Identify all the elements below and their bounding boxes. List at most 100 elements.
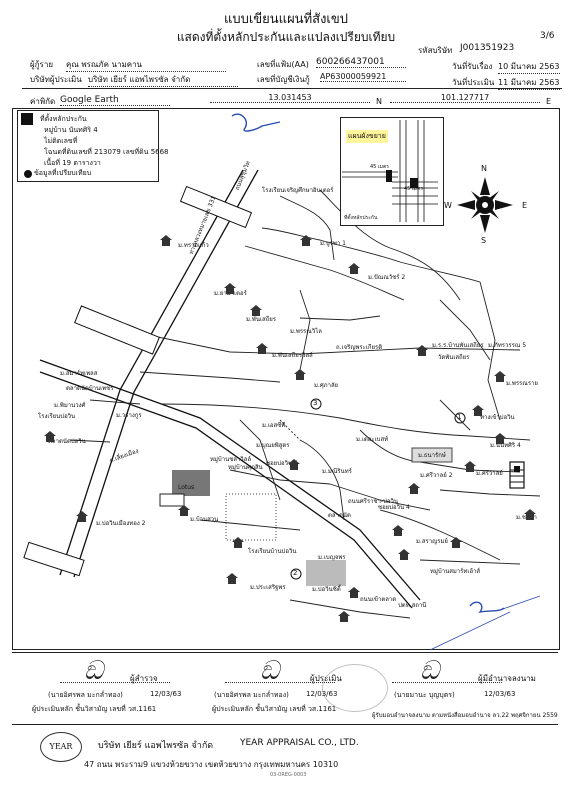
house-icon [348,587,360,598]
map-label: ม.ภัทรวรรณ 5 [488,342,527,349]
form-no-label: เลขที่แฟ้ม(AA) [257,60,309,69]
map-label: ม.สราญรมย์ [416,538,448,545]
inset-title: แผนผังขยาย [346,130,388,143]
map-label: ม.สมาร์ทเพลส [60,370,98,377]
sig2-license: ผู้ประเมินหลัก ชั้นวิสามัญ เลขที่ วส.116… [212,705,337,713]
coords-source: Google Earth [60,95,170,106]
map-label: ปตท.สถานี [398,602,427,609]
house-icon [160,235,172,246]
map-label: ตลาดนัด [328,512,351,519]
legend-box [17,110,159,182]
map-label: ม.บ่อวินซิตี้ [312,586,341,593]
company-name-en: YEAR APPRAISAL CO., LTD. [240,738,359,748]
borrower-label: ผู้กู้ราย [30,60,54,69]
receive-date-label: วันที่รับเรื่อง [452,62,493,71]
house-icon [398,549,410,560]
company-stamp [322,664,388,712]
compass-e: E [522,201,528,210]
coords-source-label: ค่าพิกัด [30,97,56,106]
map-label: ม.บ่อวินเมืองทอง 2 [96,520,146,527]
house-icon [44,431,56,442]
house-icon [76,511,88,522]
sig3-date: 12/03/63 [484,690,516,698]
map-label: ม.บ้านสวน [190,516,219,523]
form-no-value: 600266437001 [316,57,406,68]
inset-dim1: 45 เมตร [370,164,389,170]
house-icon [494,433,506,444]
map-label: ม.พรรณราย [506,380,538,387]
map-label: ม.ศรีวาลย์ [476,470,503,477]
house-icon [494,371,506,382]
map-label: ม.ร.ร.บ้านพันเสถียร [432,342,484,349]
house-icon [450,537,462,548]
map-label: ม.ธนารักษ์ [418,452,446,459]
sig3-role: ผู้มีอำนาจลงนาม [478,674,536,683]
inset-label: ที่ตั้งหลักประกัน [344,215,378,221]
compass-s: S [481,236,487,245]
map-frame [12,108,560,650]
signature-2: ඞ [260,656,280,686]
house-icon [408,483,420,494]
sig2-name: (นายอิศรพล มะกล่ำทอง) [214,691,289,699]
map-label: ม.ประเสริฐพร [250,584,286,591]
appraiser-company-value: บริษัท เยียร์ แอพไพรซัล จำกัด [88,73,238,87]
circle-mark-1: 1 [457,413,462,421]
company-logo: YEAR [40,732,82,762]
map-label: ซอยบ่อวิน 5 [266,460,298,467]
house-icon [294,369,306,380]
page-number: 3/6 [540,31,555,41]
coords-lon-unit: E [546,97,552,106]
map-label: ม.ศุภาลัย [314,382,339,389]
map-label: โรงเรียนเจริญศึกษาอินเตอร์ [262,187,334,194]
house-icon [232,537,244,548]
map-label: ม.เดอะเบสท์ [356,436,389,443]
receive-date-value: 10 มีนาคม 2563 [498,60,560,74]
coords-lon: 101.127717 [390,93,540,103]
legend-comparison-icon [24,170,32,178]
map-label: ม.พันเสถียร [246,316,277,323]
legend-collateral: ที่ตั้งหลักประกัน [40,115,87,123]
sig3-license: ผู้รับมอบอำนาจลงนาม ตามหนังสือมอบอำนาจ ล… [372,712,558,719]
title-line2: แสดงที่ตั้งหลักประกันและแปลงเปรียบเทียบ [176,30,396,44]
legend-no-address: ไม่ติดเลขที่ [44,137,78,145]
legend-collateral-icon [21,113,33,125]
map-label: ม.นันทศิริ 4 [490,442,521,449]
signature-3: ඞ [420,656,440,686]
house-icon [256,343,268,354]
house-icon [416,345,428,356]
map-label: ม.ทรายแก้ว [178,242,209,249]
map-label: ม.พันเสถียรวิลล์ [272,352,313,359]
account-no-value: AP63000059921 [320,72,406,82]
map-label: ถนนศรีราชา-บ่อวิน [348,498,398,505]
map-label: โรงเรียนบ้านบ่อวิน [248,548,297,555]
map-label: ซอยบ่อวิน 4 [378,504,410,511]
coords-lat-unit: N [376,97,382,106]
sig3-name: (นายมานะ บุญบุตร) [394,691,455,699]
inset-dim2: 45 เมตร [404,186,423,192]
map-label: โรงเรียนบ่อวิน [38,413,76,420]
company-code: J001351923 [460,43,515,53]
house-icon [178,505,190,516]
sig1-date: 12/03/63 [150,690,182,698]
map-label: ม.ศรีวาลย์ 2 [420,472,453,479]
circle-mark-2: 2 [293,569,298,577]
borrower-value: คุณ พรณภัค นามคาน [66,58,226,72]
house-icon [250,305,262,316]
sig1-role: ผู้สำรวจ [130,674,158,683]
map-label: หมู่บ้านชลาวิลล์ [210,456,252,463]
sig1-name: (นายอิศรพล มะกล่ำทอง) [48,691,123,699]
house-icon [224,283,236,294]
sig2-date: 12/03/63 [306,690,338,698]
signature-1: ඞ [84,656,104,686]
compass-n: N [481,164,487,173]
map-label: ถนนเข้าตลาด [360,596,397,603]
coords-lat: 13.031453 [210,93,370,103]
map-label: ถ.เจริญพระเกียรติ [336,344,383,351]
map-label: ม.พรรณวิไล [290,328,322,335]
appraisal-date-value: 11 มีนาคม 2563 [498,76,560,90]
map-label: วัดพันเสถียร [438,354,470,361]
sig2-role: ผู้ประเมิน [310,674,342,683]
circle-mark-3: 3 [313,399,318,407]
